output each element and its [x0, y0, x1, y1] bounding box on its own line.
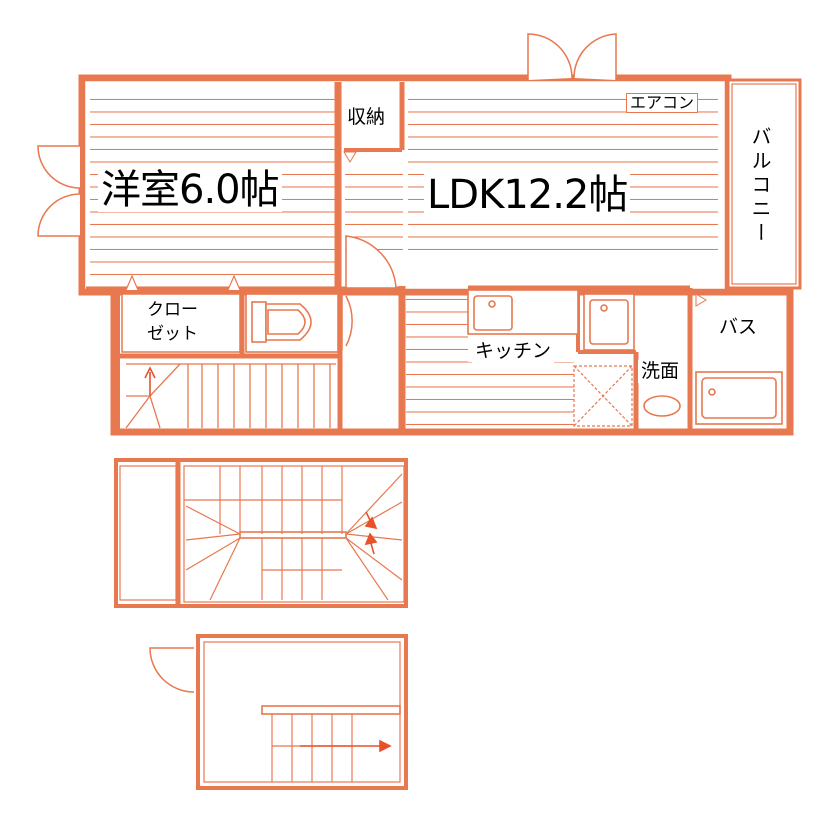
- kitchen-lower-floor: [468, 362, 574, 428]
- western-room-label: 洋室6.0帖: [98, 168, 282, 212]
- bath-label: バス: [716, 316, 761, 339]
- stairs-arrow-loft: [300, 739, 392, 753]
- balcony-area: [726, 78, 802, 290]
- ldk-label: LDK12.2帖: [424, 173, 631, 217]
- bathtub: [695, 371, 783, 425]
- kitchen-counter: [467, 289, 579, 335]
- balcony-label: バルコニー: [748, 126, 772, 246]
- stairs-1f: [125, 363, 336, 429]
- closet-label-line1: クロー: [144, 300, 201, 321]
- loft-block: [149, 634, 408, 790]
- stairs-arrow-1f: [144, 366, 156, 396]
- stairs-middle: [184, 466, 403, 601]
- closet-label-line2: ゼット: [144, 324, 201, 345]
- toilet-fixture: [245, 293, 339, 353]
- stairs-loft: [271, 714, 353, 782]
- washing-machine-space: [573, 365, 633, 427]
- stairs-arrows-middle: [364, 511, 378, 555]
- washroom-sink: [583, 293, 681, 417]
- aircon-label: エアコン: [626, 93, 699, 113]
- ldk-lower-floor: [406, 288, 468, 428]
- washroom-label: 洗面: [638, 360, 683, 383]
- doors-1f: [37, 33, 617, 350]
- storage-label: 収納: [344, 106, 389, 129]
- kitchen-label: キッチン: [472, 340, 555, 363]
- stair-block-middle: [114, 458, 408, 608]
